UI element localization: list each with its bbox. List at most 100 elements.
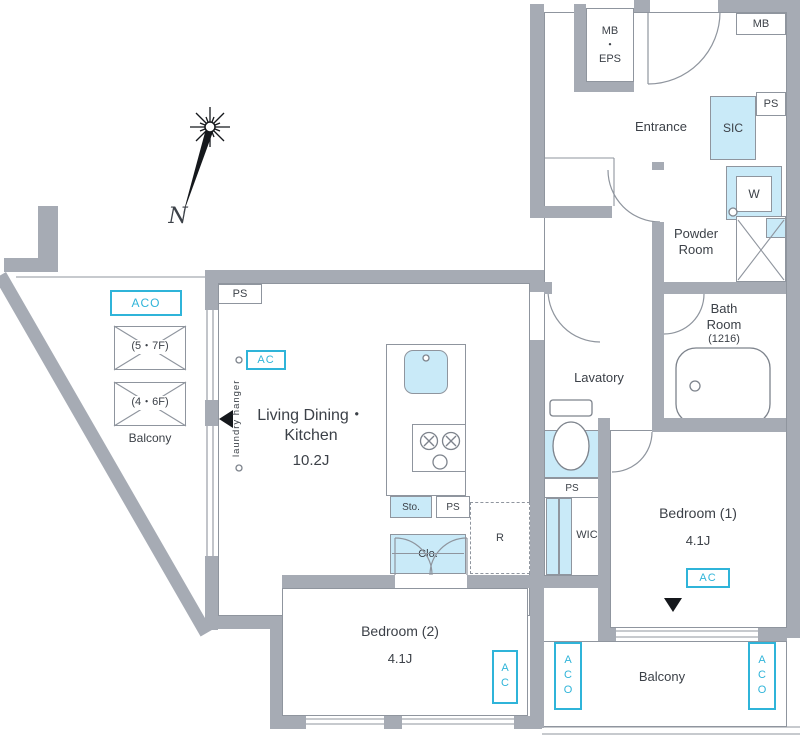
bedroom2-door-arc-right <box>429 537 468 576</box>
vent-upper-label: (5・7F) <box>114 339 186 355</box>
wall-bedroom1-south-b <box>758 628 787 641</box>
wall-entrance-south <box>530 206 612 218</box>
wall-ldk-west-c <box>205 556 218 630</box>
laundry-hook-top <box>235 356 243 364</box>
vent-upper-text: (5・7F) <box>128 340 172 354</box>
wall-notch-horizontal <box>4 258 58 272</box>
ldk-label: Living Dining・ Kitchen 10.2J <box>226 400 396 476</box>
wall-bedroom1-south-a <box>598 628 616 641</box>
balcony-bottom-floor <box>542 641 787 727</box>
mbeps-line3: EPS <box>598 53 621 66</box>
wall-powder-bath-divider <box>664 282 786 294</box>
ps-shaft-ldk: PS <box>218 284 262 304</box>
washer-drum: W <box>736 176 772 212</box>
wall-entrance-west <box>530 4 544 218</box>
balcony-left-label: Balcony <box>128 430 172 445</box>
mb-meter-box: MB <box>736 13 786 35</box>
bedroom1-door-arc <box>611 431 653 473</box>
bedroom1-floor <box>610 430 787 628</box>
storage-box: Sto. <box>390 496 432 518</box>
powder-door-arc <box>607 169 661 223</box>
compass-north-label: N <box>168 204 188 230</box>
powder-vanity-sink <box>766 218 786 238</box>
wall-bedroom2-west <box>270 616 282 728</box>
entrance-label: Entrance <box>634 118 688 134</box>
bath-room-size: (1216) <box>708 333 740 346</box>
bedroom2-door-arc-left <box>394 537 433 576</box>
aco-outlet-balcony-1: ACO <box>554 642 582 710</box>
vanity-diagonal-2 <box>737 219 785 281</box>
aco-outlet-left: ACO <box>110 290 182 316</box>
closet-divider <box>392 553 464 554</box>
ac-unit-ldk: AC <box>246 350 286 370</box>
balcony-bottom-label: Balcony <box>638 668 686 684</box>
vent-lower-text: (4・6F) <box>128 396 172 410</box>
laundry-hook-bottom <box>235 464 243 472</box>
powder-room-label: Powder Room <box>673 225 719 257</box>
door-arcs <box>394 11 721 576</box>
wall-powder-west-b <box>652 222 664 430</box>
mbeps-line1: MB <box>601 24 619 37</box>
front-door-arc <box>647 11 721 85</box>
toilet-tank <box>549 399 593 417</box>
bedroom2-size: 4.1J <box>387 650 413 666</box>
toilet-bowl <box>552 421 590 471</box>
wall-ldk-west-a <box>205 270 218 310</box>
ac-unit-bedroom2: AC <box>492 650 518 704</box>
washer-drain <box>728 207 738 217</box>
wall-bedroom2-south-a <box>270 716 306 729</box>
wall-lavatory-top-stub <box>544 282 552 294</box>
wall-mbeps-south <box>574 82 634 92</box>
bedroom1-size: 4.1J <box>685 532 711 548</box>
compass-needle <box>183 125 214 214</box>
bathtub-drain <box>689 380 701 392</box>
aco-outlet-balcony-2: ACO <box>748 642 776 710</box>
ps-shaft-top-right: PS <box>756 92 786 116</box>
compass <box>183 107 230 214</box>
wall-east <box>787 0 800 638</box>
wall-bedroom2-south-b <box>384 716 402 729</box>
mbeps-shaft: MB ・ EPS <box>586 8 634 82</box>
wall-bedroom2-east <box>530 588 544 728</box>
compass-hub <box>204 121 216 133</box>
wall-notch-vertical <box>38 206 58 262</box>
bath-door-arc <box>663 293 705 335</box>
wall-center-a <box>530 282 544 292</box>
ldk-name-line1: Living Dining・ <box>257 406 365 424</box>
laundry-hanger-label: laundry hanger <box>231 379 243 457</box>
wall-ldk-north <box>205 270 544 283</box>
wall-bedroom1-west <box>598 418 610 640</box>
wall-ldk-bedroom2-b <box>467 575 530 588</box>
bath-room-name: Bath Room <box>706 300 742 333</box>
vent-lower-label: (4・6F) <box>114 395 186 411</box>
wic-label: WIC <box>576 529 598 542</box>
bedroom2-floor <box>282 588 528 716</box>
sic-closet: SIC <box>710 96 756 160</box>
wall-powder-west-a <box>652 162 664 170</box>
wall-wic-south <box>544 576 598 588</box>
ac-unit-bedroom1: AC <box>686 568 730 588</box>
balcony-access-marker-ldk <box>219 410 233 428</box>
wic-door-panel-right <box>559 498 572 575</box>
ldk-name-line2: Kitchen <box>284 426 338 444</box>
refrigerator-space: R <box>470 502 530 574</box>
wic-door-panel-left <box>546 498 559 575</box>
stove-burner-3 <box>432 454 448 470</box>
wall-ldk-west-b <box>205 400 218 426</box>
wall-mbeps-west <box>574 4 586 90</box>
bath-room-label: Bath Room (1216) <box>692 296 756 352</box>
wall-bedroom2-sw <box>210 616 282 629</box>
sink-faucet <box>422 354 430 362</box>
wall-top-left <box>634 0 650 12</box>
mbeps-line2: ・ <box>604 38 616 51</box>
wall-ldk-bedroom2-a <box>282 575 395 588</box>
bedroom2-name: Bedroom (2) <box>361 623 439 640</box>
lavatory-label: Lavatory <box>574 369 624 385</box>
ps-shaft-kitchen: PS <box>436 496 470 518</box>
sanitary-fixtures <box>235 207 771 472</box>
ldk-size: 10.2J <box>292 451 330 469</box>
balcony-access-marker-bedroom1 <box>664 598 682 612</box>
wall-top-right <box>718 0 800 12</box>
